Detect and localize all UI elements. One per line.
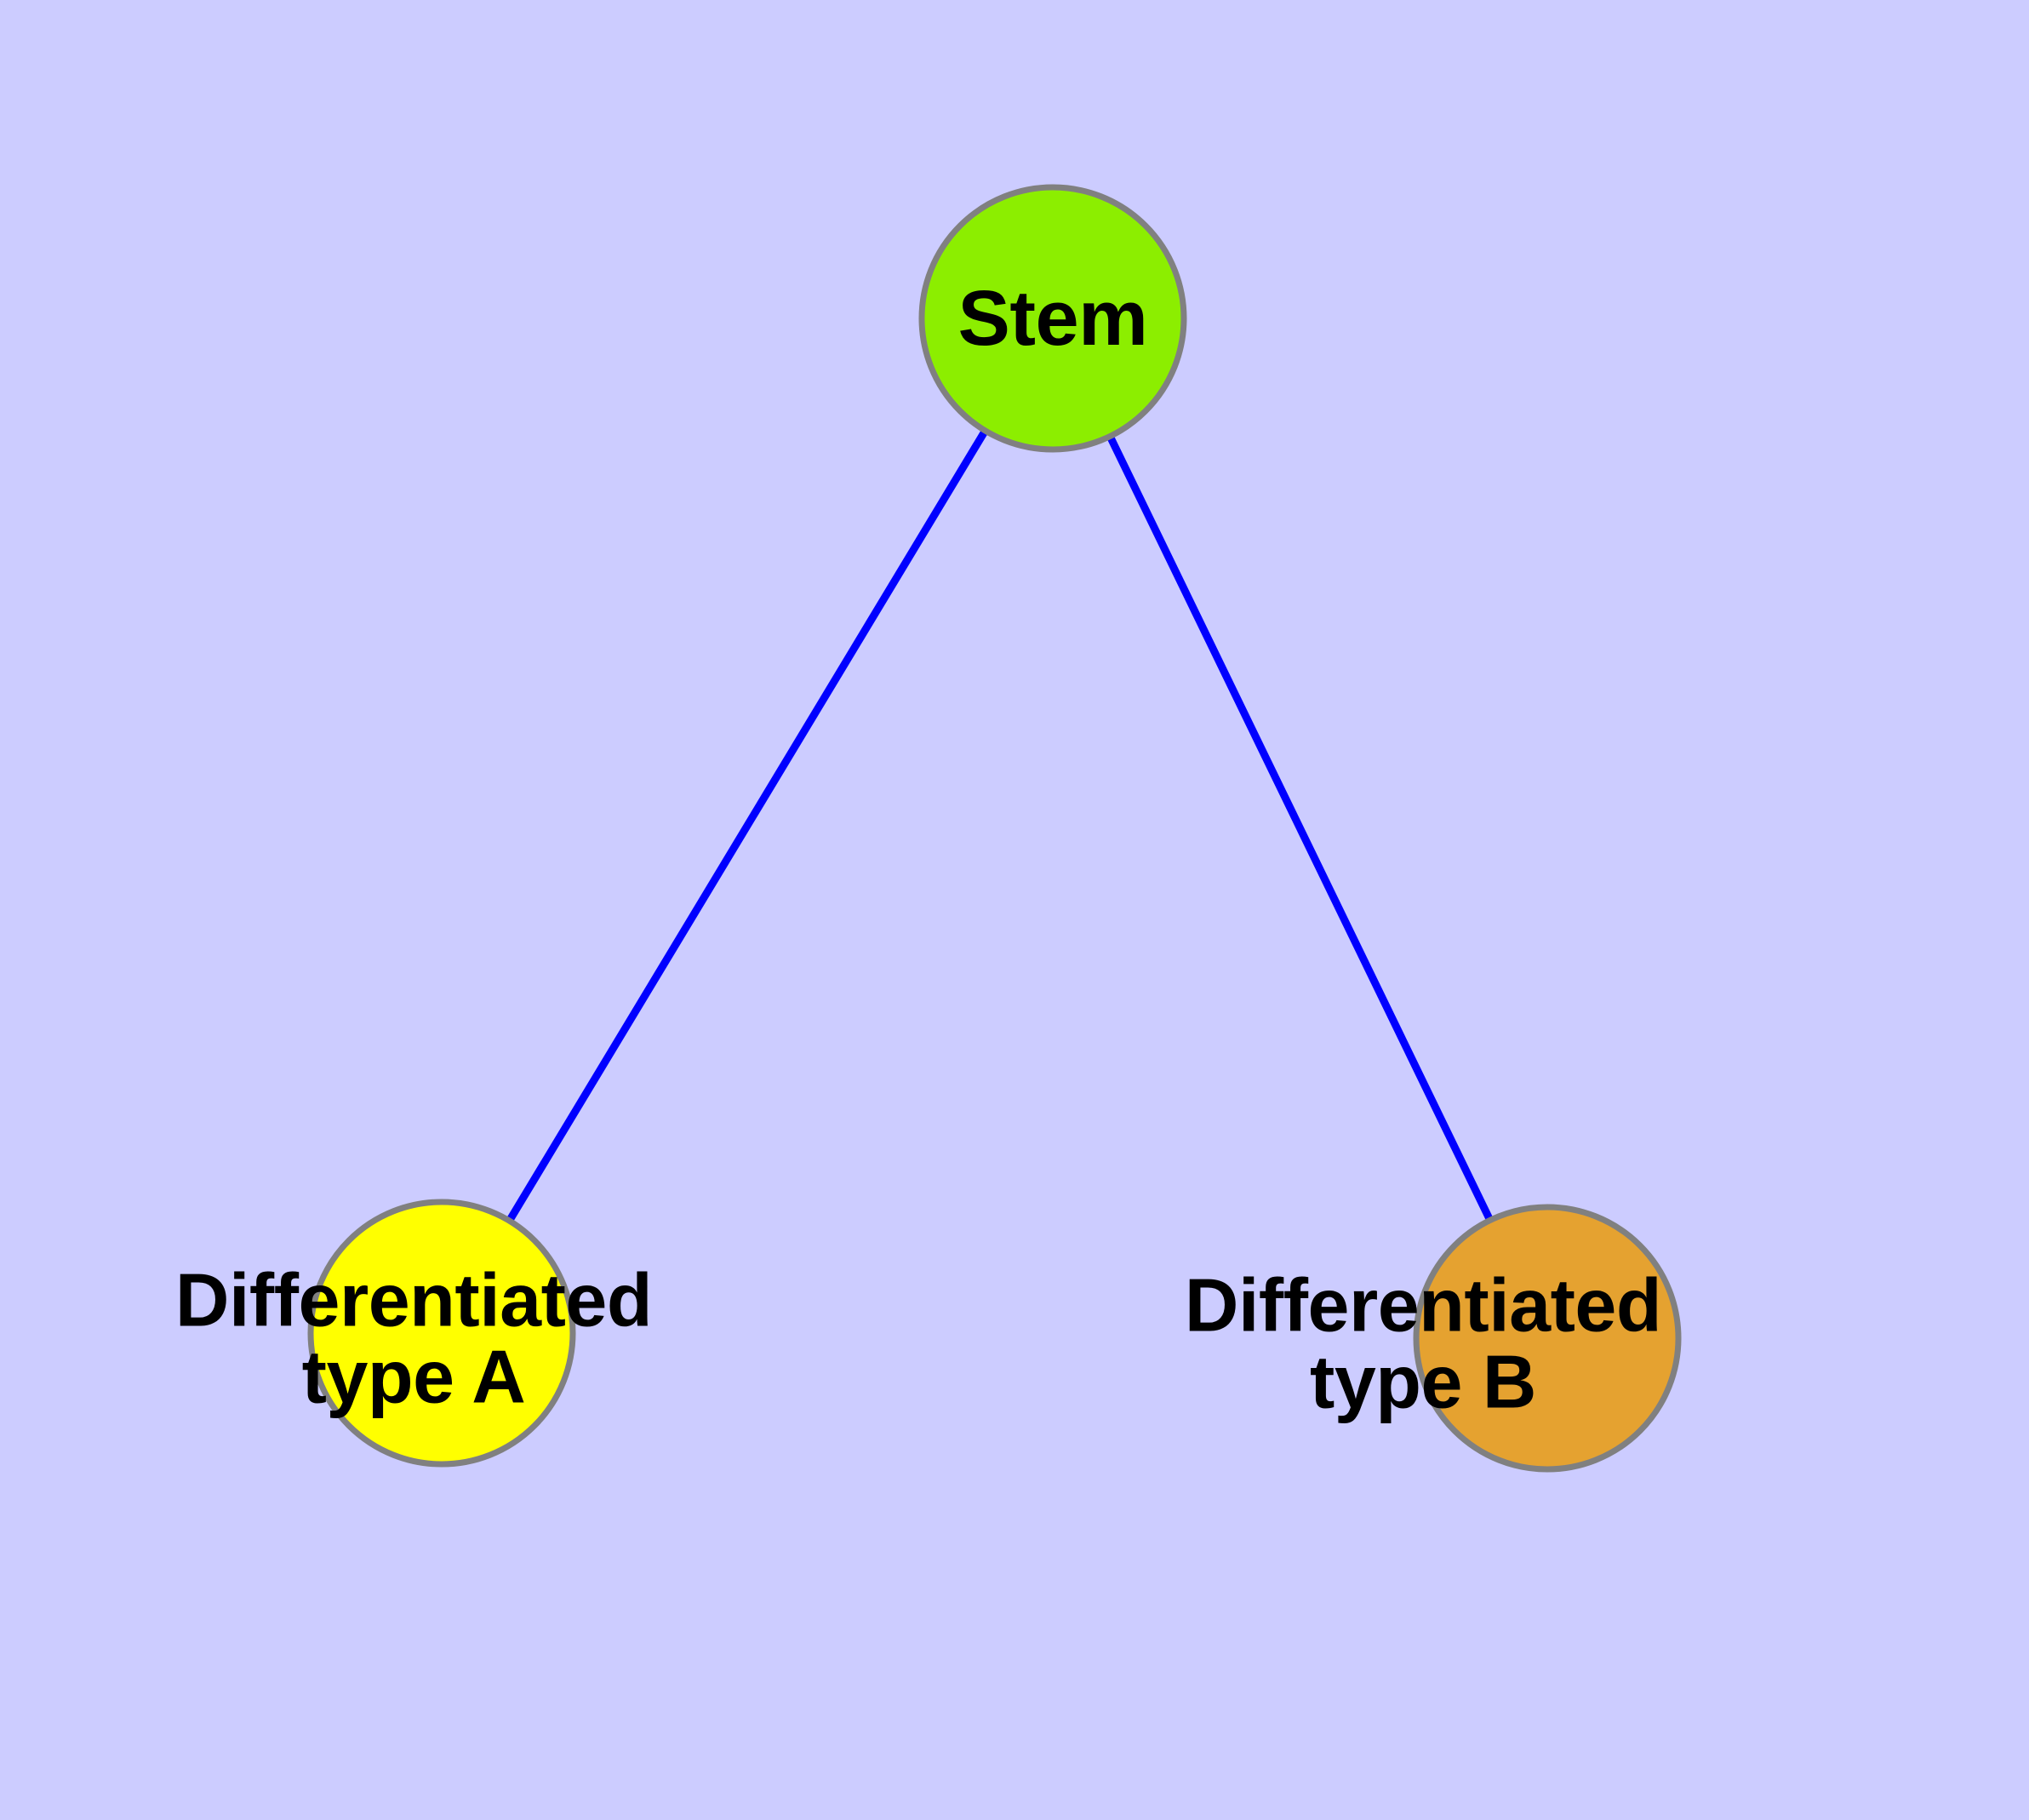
node-differentiated-type-a[interactable] [307,1199,576,1468]
node-stem[interactable] [918,184,1187,453]
node-group [307,184,1682,1473]
edge-group [506,428,1494,1223]
edge-stem-to-type-b[interactable] [1106,434,1494,1222]
edge-stem-to-type-a[interactable] [506,428,989,1223]
node-differentiated-type-b[interactable] [1413,1204,1682,1473]
